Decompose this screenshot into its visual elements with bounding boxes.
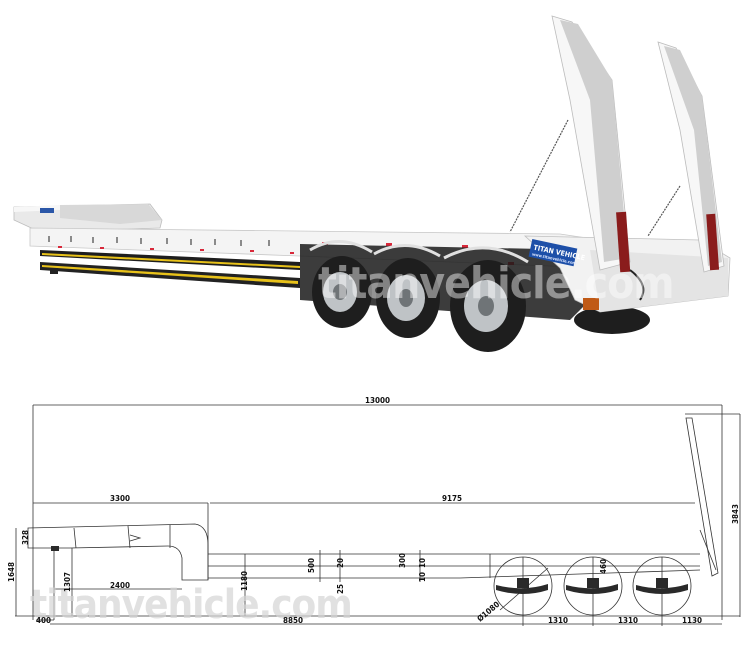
technical-drawing: titanvehicle.com 13000 3300 9175 3843 16…: [7, 396, 741, 628]
dim-flange-top: 20: [336, 558, 345, 568]
dim-axle-beam: 460: [599, 559, 608, 574]
dim-overall-height: 3843: [731, 504, 740, 524]
dim-gooseneck-deck: 2400: [110, 581, 130, 590]
loading-ramps: [509, 15, 725, 301]
trailer-photo: TITAN VEHICLE www.titanvehicle.com titan…: [13, 15, 731, 352]
dim-gooseneck-depth: 328: [21, 530, 30, 545]
dim-rear-flange-bottom: 10: [418, 572, 427, 582]
dim-wheel-diameter: Ø1080: [475, 599, 501, 623]
gooseneck: [13, 203, 163, 233]
drawing-watermark: titanvehicle.com: [30, 582, 352, 628]
dim-rear-overhang: 1130: [682, 616, 702, 625]
dim-flange-bottom: 25: [336, 584, 345, 594]
rear-section: TITAN VEHICLE www.titanvehicle.com: [523, 235, 731, 313]
dim-deck-length: 9175: [442, 494, 462, 503]
wheel-1: [312, 256, 372, 328]
dim-gooseneck-length: 3300: [110, 494, 130, 503]
wheel-2: [376, 258, 440, 338]
dim-main-deck-height: 1180: [240, 571, 249, 591]
photo-watermark: titanvehicle.com: [318, 258, 674, 309]
dim-rear-flange-top: 10: [418, 558, 427, 568]
dim-king-pin-front: 400: [36, 616, 51, 625]
dim-front-to-axle: 8850: [283, 616, 303, 625]
axles: [300, 240, 650, 352]
dim-main-beam: 500: [307, 558, 316, 573]
dim-axle-spacing-1: 1310: [548, 616, 568, 625]
dim-rear-beam: 300: [398, 553, 407, 568]
brand-badge: TITAN VEHICLE www.titanvehicle.com: [528, 239, 586, 267]
dim-axle-spacing-2: 1310: [618, 616, 638, 625]
suspension: [51, 546, 688, 594]
dim-gooseneck-height: 1648: [7, 562, 16, 582]
dim-overall-length: 13000: [365, 396, 390, 405]
wheel-3: [450, 260, 526, 352]
dim-king-pin-height: 1307: [63, 572, 72, 592]
